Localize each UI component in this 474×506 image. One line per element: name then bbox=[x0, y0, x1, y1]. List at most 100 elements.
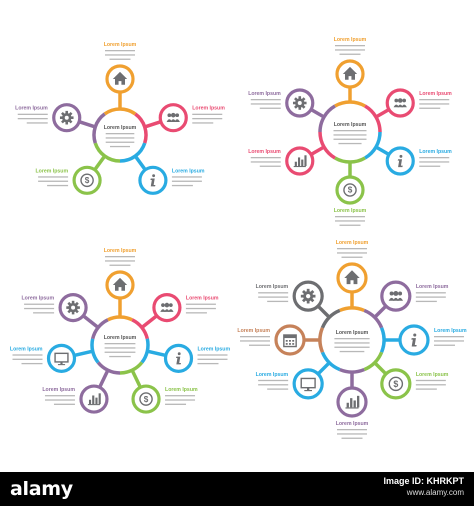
step-title: Lorem Ipsum bbox=[36, 168, 69, 174]
calendar-icon bbox=[283, 334, 297, 348]
monitor-icon bbox=[300, 377, 316, 392]
step-node bbox=[158, 103, 188, 133]
hub-center: Lorem Ipsum bbox=[334, 330, 370, 353]
info-icon bbox=[150, 174, 156, 187]
spoke bbox=[316, 304, 331, 319]
hub-arc-segment bbox=[119, 142, 147, 163]
hub-arc-segment bbox=[140, 338, 150, 364]
hub-arc-segment bbox=[363, 308, 384, 329]
step-title: Lorem Ipsum bbox=[336, 421, 369, 427]
hub-arc-segment bbox=[339, 306, 365, 313]
step-title: Lorem Ipsum bbox=[256, 284, 289, 290]
step-node bbox=[79, 384, 109, 414]
step-label: Lorem Ipsum bbox=[42, 387, 75, 405]
step-node bbox=[335, 59, 365, 89]
step-title: Lorem Ipsum bbox=[336, 240, 369, 246]
step-label: Lorem Ipsum bbox=[248, 149, 281, 167]
hub-arc-segment bbox=[93, 142, 121, 163]
step-title: Lorem Ipsum bbox=[248, 91, 281, 97]
svg-text:$: $ bbox=[348, 186, 353, 195]
step-node bbox=[52, 103, 82, 133]
step-label: Lorem Ipsum bbox=[171, 168, 205, 187]
image-id-block: Image ID: KHRKPT www.alamy.com bbox=[383, 475, 464, 499]
step-label: Lorem Ipsum bbox=[104, 42, 137, 60]
hub-arc-segment bbox=[134, 112, 148, 144]
step-node: $ bbox=[131, 384, 161, 414]
image-id: Image ID: KHRKPT bbox=[383, 476, 464, 486]
monitor-icon bbox=[54, 352, 69, 366]
step-title: Lorem Ipsum bbox=[248, 149, 281, 155]
spoke bbox=[146, 349, 167, 358]
step-title: Lorem Ipsum bbox=[419, 149, 452, 155]
step-title: Lorem Ipsum bbox=[15, 106, 48, 112]
hub-arc-segment bbox=[364, 104, 382, 133]
dollar-icon: $ bbox=[388, 376, 404, 392]
hub-arc-segment bbox=[119, 361, 144, 375]
step-title: Lorem Ipsum bbox=[165, 387, 198, 393]
spoke bbox=[73, 349, 94, 358]
hub-arc-segment bbox=[318, 327, 325, 353]
step-label: Lorem Ipsum bbox=[336, 240, 369, 258]
info-icon bbox=[411, 333, 417, 347]
step-label: Lorem Ipsum bbox=[419, 149, 452, 167]
dollar-icon: $ bbox=[343, 183, 357, 197]
hub-arc-segment bbox=[318, 131, 336, 160]
hub-arc-segment bbox=[92, 112, 106, 144]
spoke bbox=[98, 369, 110, 389]
step-title: Lorem Ipsum bbox=[10, 346, 43, 352]
step-node bbox=[336, 262, 368, 294]
step-title: Lorem Ipsum bbox=[416, 372, 449, 378]
step-node bbox=[105, 64, 135, 94]
users-icon bbox=[166, 112, 180, 122]
step-title: Lorem Ipsum bbox=[434, 328, 467, 334]
hub-center: Lorem Ipsum bbox=[104, 125, 137, 148]
step-node: $ bbox=[380, 368, 412, 400]
step-title: Lorem Ipsum bbox=[22, 296, 55, 302]
step-node bbox=[336, 386, 368, 418]
step-node: $ bbox=[72, 165, 102, 195]
step-title: Lorem Ipsum bbox=[42, 387, 75, 393]
step-label: Lorem Ipsum bbox=[185, 296, 219, 314]
step-node bbox=[274, 324, 306, 356]
step-label: Lorem Ipsum bbox=[36, 168, 69, 187]
spoke bbox=[78, 120, 96, 129]
hub-center: Lorem Ipsum bbox=[104, 335, 137, 358]
users-icon bbox=[160, 302, 174, 312]
step-title: Lorem Ipsum bbox=[334, 37, 367, 43]
step-label: Lorem Ipsum bbox=[336, 421, 369, 439]
svg-text:$: $ bbox=[393, 379, 398, 389]
step-label: Lorem Ipsum bbox=[334, 37, 367, 55]
dollar-icon: $ bbox=[80, 173, 94, 188]
spoke bbox=[310, 145, 325, 157]
step-title: Lorem Ipsum bbox=[334, 208, 367, 214]
step-node bbox=[163, 343, 194, 373]
hub-center: Lorem Ipsum bbox=[333, 122, 367, 145]
site-url: www.alamy.com bbox=[406, 488, 464, 497]
step-node bbox=[152, 292, 182, 323]
spoke bbox=[373, 361, 388, 376]
step-node bbox=[385, 88, 415, 118]
step-title: Lorem Ipsum bbox=[172, 168, 205, 174]
gear-icon bbox=[300, 288, 316, 304]
gear-icon bbox=[59, 110, 74, 125]
step-node bbox=[398, 324, 430, 356]
step-node bbox=[138, 165, 168, 195]
hub-arc-segment bbox=[334, 156, 366, 164]
step-label: Lorem Ipsum bbox=[434, 328, 467, 346]
hub-arc-segment bbox=[363, 351, 384, 372]
step-node bbox=[46, 343, 77, 373]
step-node bbox=[292, 368, 324, 400]
spoke bbox=[130, 369, 142, 389]
step-label: Lorem Ipsum bbox=[237, 328, 270, 346]
spoke bbox=[316, 361, 331, 376]
step-node bbox=[105, 270, 135, 300]
hub-arc-segment bbox=[107, 315, 133, 322]
svg-text:$: $ bbox=[144, 395, 149, 404]
info-icon bbox=[397, 154, 403, 168]
spoke bbox=[375, 107, 390, 119]
spoke bbox=[82, 314, 100, 329]
